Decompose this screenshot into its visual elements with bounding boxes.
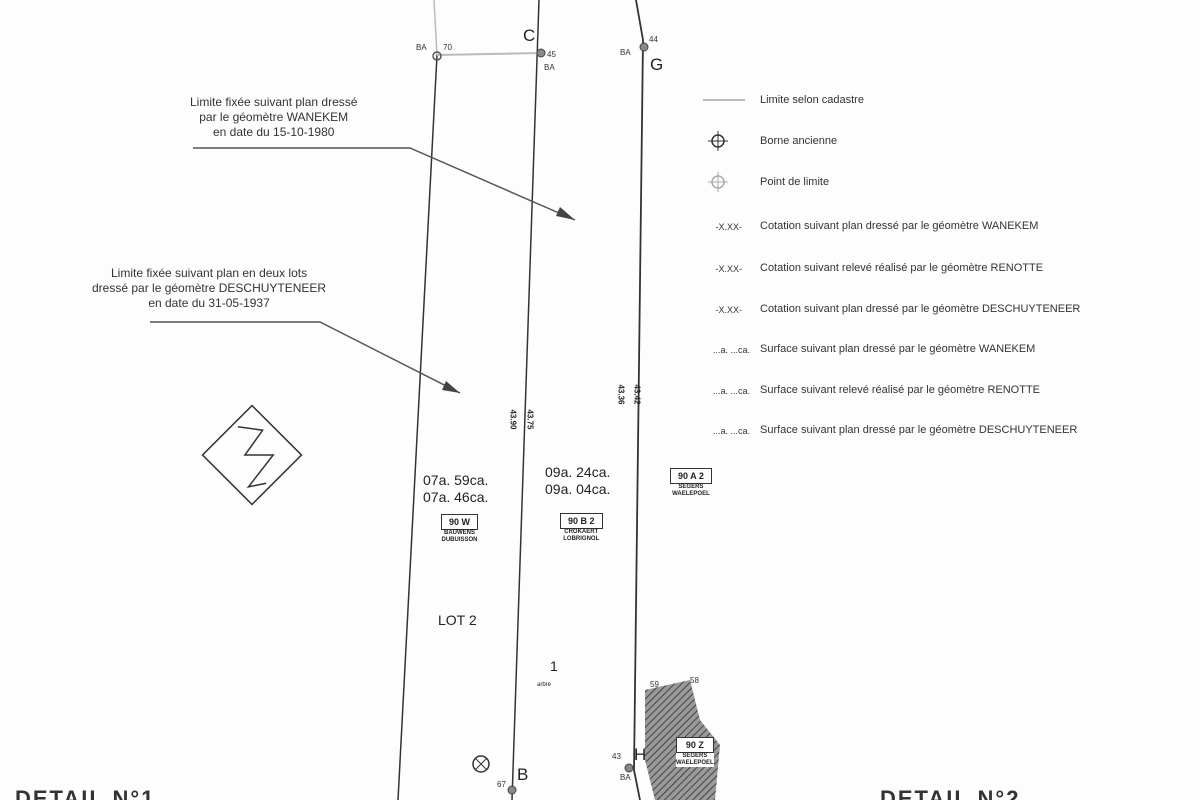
point-letter-b: B <box>517 765 529 784</box>
north-arrow-icon <box>201 404 303 506</box>
note-deschuyteneer: Limite fixée suivant plan en deux lots d… <box>92 266 326 311</box>
legend-symbol: ...a. ...ca. <box>712 345 750 355</box>
parcel-area-90b2: 09a. 24ca. 09a. 04ca. <box>545 464 610 498</box>
area-value: 09a. 04ca. <box>545 481 611 497</box>
point-45-icon <box>536 48 546 58</box>
detail-1-title: DETAIL N°1 <box>15 786 156 800</box>
legend-symbol: -X.XX- <box>715 305 742 315</box>
point-ba-label: BA <box>416 43 427 52</box>
owner-name: DUBUISSON <box>441 537 478 543</box>
cadastre-limit-top <box>433 0 438 56</box>
point-number-58: 58 <box>690 676 699 685</box>
parcel-90a2: 90 A 2 SEGERS WAELEPOEL <box>670 468 712 498</box>
legend-symbol: ...a. ...ca. <box>712 386 750 396</box>
point-number-59: 59 <box>650 680 659 689</box>
cadastre-limit-connector <box>436 52 542 56</box>
point-70-icon <box>432 51 442 61</box>
legend-symbols <box>703 99 745 192</box>
legend-text: Cotation suivant plan dressé par le géom… <box>760 220 1039 232</box>
legend-text: Cotation suivant relevé réalisé par le g… <box>760 262 1044 274</box>
legend-symbol: -X.XX- <box>715 222 742 232</box>
small-mark: 1 <box>550 658 558 674</box>
note-line: dressé par le géomètre DESCHUYTENEER <box>92 281 327 295</box>
boundary-line-left <box>397 54 438 800</box>
owner-name: CROKAERT <box>564 529 599 535</box>
point-ba-label: BA <box>620 48 631 57</box>
area-value: 07a. 59ca. <box>423 472 489 488</box>
legend-text: Limite selon cadastre <box>760 94 864 106</box>
legend-text: Surface suivant plan dressé par le géomè… <box>760 343 1036 355</box>
parcel-id: 90 Z <box>676 737 714 753</box>
parcel-id: 90 W <box>441 514 479 530</box>
point-letter-h: H <box>634 745 647 764</box>
legend-symbol: ...a. ...ca. <box>712 426 750 436</box>
boundary-line-right <box>633 0 644 800</box>
point-ba-label: BA <box>544 63 555 72</box>
point-number-67: 67 <box>497 780 506 789</box>
owner-name: WAELEPOEL <box>676 760 714 766</box>
tree-icon <box>472 755 490 773</box>
point-number-45: 45 <box>547 50 556 59</box>
parcel-90z: 90 Z SEGERS WAELEPOEL <box>676 737 714 767</box>
owner-name: BAUWENS <box>444 530 475 536</box>
parcel-id: 90 B 2 <box>560 513 603 529</box>
dimension-label: 43.90 <box>508 409 518 430</box>
note-line: Limite fixée suivant plan dressé <box>190 95 358 109</box>
leader-arrow-deschuyteneer <box>150 321 461 394</box>
point-44-icon <box>639 42 649 52</box>
area-value: 09a. 24ca. <box>545 464 611 480</box>
note-line: en date du 31-05-1937 <box>148 296 270 310</box>
point-letter-g: G <box>650 55 664 74</box>
point-letter-c: C <box>523 26 536 45</box>
point-number-70: 70 <box>443 43 452 52</box>
point-number-44: 44 <box>649 35 658 44</box>
point-ba-label: BA <box>620 773 631 782</box>
detail-2-title: DETAIL N°2 <box>880 786 1021 800</box>
dimension-label: 43.36 <box>616 384 626 405</box>
note-line: Limite fixée suivant plan en deux lots <box>110 266 308 280</box>
point-number-43: 43 <box>612 752 621 761</box>
legend-text: Cotation suivant plan dressé par le géom… <box>760 303 1081 315</box>
legend-text: Surface suivant relevé réalisé par le gé… <box>760 384 1041 396</box>
legend-symbol: -X.XX- <box>715 264 742 274</box>
note-line: par le géomètre WANEKEM <box>199 110 349 124</box>
legend-text: Point de limite <box>760 176 830 188</box>
boundary-line-middle <box>511 0 540 800</box>
parcel-90b2: 90 B 2 CROKAERT LOBRIGNOL <box>560 513 603 543</box>
owner-name: SEGERS <box>682 753 708 759</box>
legend-text: Surface suivant plan dressé par le géomè… <box>760 424 1078 436</box>
note-wanekem: Limite fixée suivant plan dressé par le … <box>190 95 357 140</box>
owner-name: LOBRIGNOL <box>563 536 600 542</box>
dimension-label: 43.42 <box>632 384 642 405</box>
point-67-icon <box>507 785 517 795</box>
lot-label: LOT 2 <box>438 612 477 628</box>
legend-text: Borne ancienne <box>760 135 838 147</box>
parcel-id: 90 A 2 <box>670 468 712 484</box>
area-value: 07a. 46ca. <box>423 489 489 505</box>
owner-name: WAELEPOEL <box>672 491 710 497</box>
note-line: en date du 15-10-1980 <box>212 125 335 139</box>
dimension-label: 43.75 <box>525 409 535 430</box>
small-mark-sub: arbre <box>537 682 552 688</box>
point-43-icon <box>624 763 634 773</box>
leader-arrow-wanekem <box>193 147 576 221</box>
parcel-90w: 90 W BAUWENS DUBUISSON <box>441 514 479 544</box>
parcel-area-90w: 07a. 59ca. 07a. 46ca. <box>423 472 488 506</box>
owner-name: SEGERS <box>678 484 704 490</box>
